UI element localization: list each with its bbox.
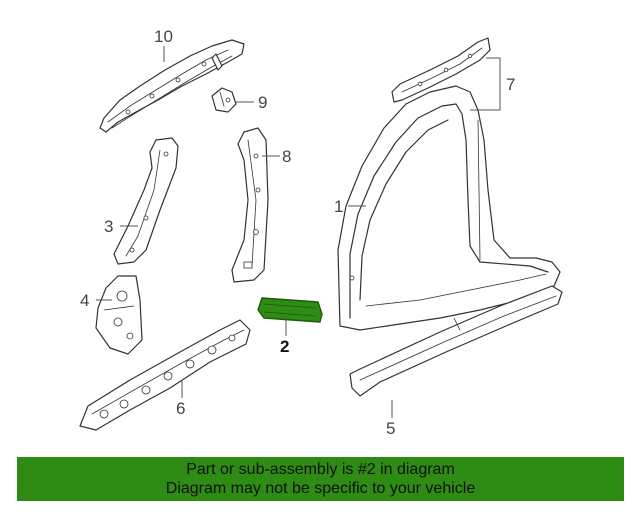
part-6-rocker-reinforcement: [79, 319, 251, 431]
callout-4: 4: [80, 291, 89, 310]
part-5-rocker-outer: [349, 285, 563, 397]
callout-6: 6: [176, 399, 185, 418]
callout-1: 1: [334, 197, 343, 216]
part-8-center-pillar: [231, 127, 269, 283]
leader-7: [470, 57, 501, 111]
part-4-hinge-pillar: [95, 275, 143, 355]
callout-9: 9: [258, 93, 267, 112]
callout-7: 7: [506, 75, 515, 94]
part-2-reinforcement: [257, 297, 323, 323]
info-banner: Part or sub-assembly is #2 in diagram Di…: [17, 457, 624, 501]
part-1-side-frame: [337, 85, 561, 331]
part-10-roof-rail: [99, 39, 245, 133]
part-9-bracket: [211, 87, 237, 113]
callout-labels: 10 9 8 3 4 6 2 1 7 5: [80, 27, 515, 438]
callout-8: 8: [282, 147, 291, 166]
callout-3: 3: [104, 217, 113, 236]
callout-2: 2: [280, 337, 289, 356]
callout-10: 10: [154, 27, 173, 46]
parts-diagram: 10 9 8 3 4 6 2 1 7 5: [79, 27, 563, 438]
banner-line-1: Part or sub-assembly is #2 in diagram: [186, 461, 455, 478]
callout-5: 5: [386, 419, 395, 438]
part-3-front-pillar: [113, 137, 179, 265]
leader-lines: [96, 46, 501, 418]
part-7-roof-rail-outer: [391, 37, 491, 103]
banner-line-2: Diagram may not be specific to your vehi…: [165, 480, 476, 497]
